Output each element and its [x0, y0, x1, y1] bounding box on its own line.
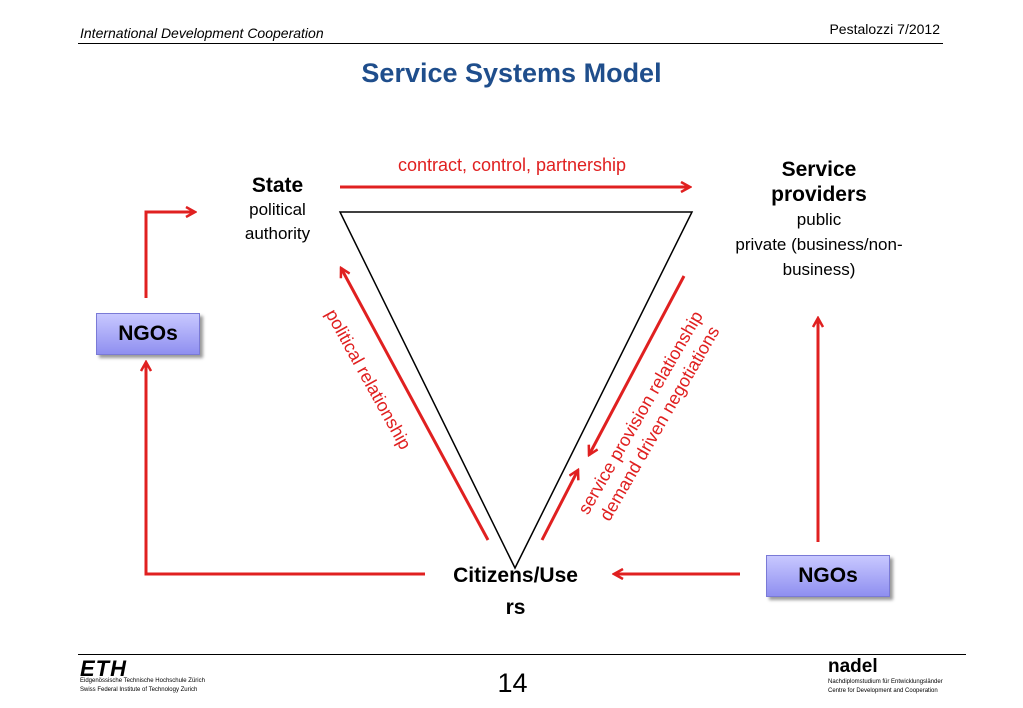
node-providers-public: public: [796, 210, 842, 229]
node-state-subtitle-line2: authority: [244, 224, 311, 243]
arrow-ngo-to-state: [144, 212, 195, 298]
node-providers-title-line2: providers: [771, 183, 867, 206]
nadel-logo: nadel: [828, 656, 878, 677]
nadel-name-german: Nachdiplomstudium für Entwicklungsländer: [828, 679, 943, 685]
header-course-title: International Development Cooperation: [80, 25, 324, 41]
arrow-political-relationship: [341, 268, 490, 541]
node-state-title: State: [251, 174, 304, 197]
node-providers-business: business): [782, 260, 856, 279]
nadel-name-english: Centre for Development and Cooperation: [828, 688, 938, 694]
node-providers-title-line1: Service: [781, 158, 857, 181]
eth-logo: ETH: [80, 656, 127, 681]
label-contract: contract, control, partnership: [397, 155, 627, 175]
node-providers-private: private (business/non-: [735, 235, 903, 254]
node-citizens-users: Citizens/Use rs: [428, 560, 603, 624]
header-author-date: Pestalozzi 7/2012: [829, 21, 940, 37]
arrow-service-provision: [589, 275, 686, 455]
slide-title: Service Systems Model: [361, 58, 662, 88]
node-ngos-left: NGOs: [96, 313, 200, 355]
node-citizens-title-line1: Citizens/Use: [453, 564, 578, 587]
arrow-citizens-to-ngo: [146, 362, 425, 576]
node-service-providers: Service providers public private (busine…: [705, 157, 933, 282]
header-divider: [78, 43, 943, 44]
footer-divider: [78, 654, 966, 655]
node-state-subtitle-line1: political: [249, 200, 306, 219]
node-ngos-right: NGOs: [766, 555, 890, 597]
arrow-demand-negotiations: [540, 470, 578, 541]
page-number: 14: [497, 668, 528, 698]
eth-name-english: Swiss Federal Institute of Technology Zu…: [80, 687, 198, 693]
node-citizens-title-line2: rs: [505, 596, 526, 619]
triangle-outline: [338, 211, 694, 570]
node-state: State political authority: [225, 174, 330, 246]
eth-name-german: Eidgenössische Technische Hochschule Zür…: [80, 678, 205, 684]
